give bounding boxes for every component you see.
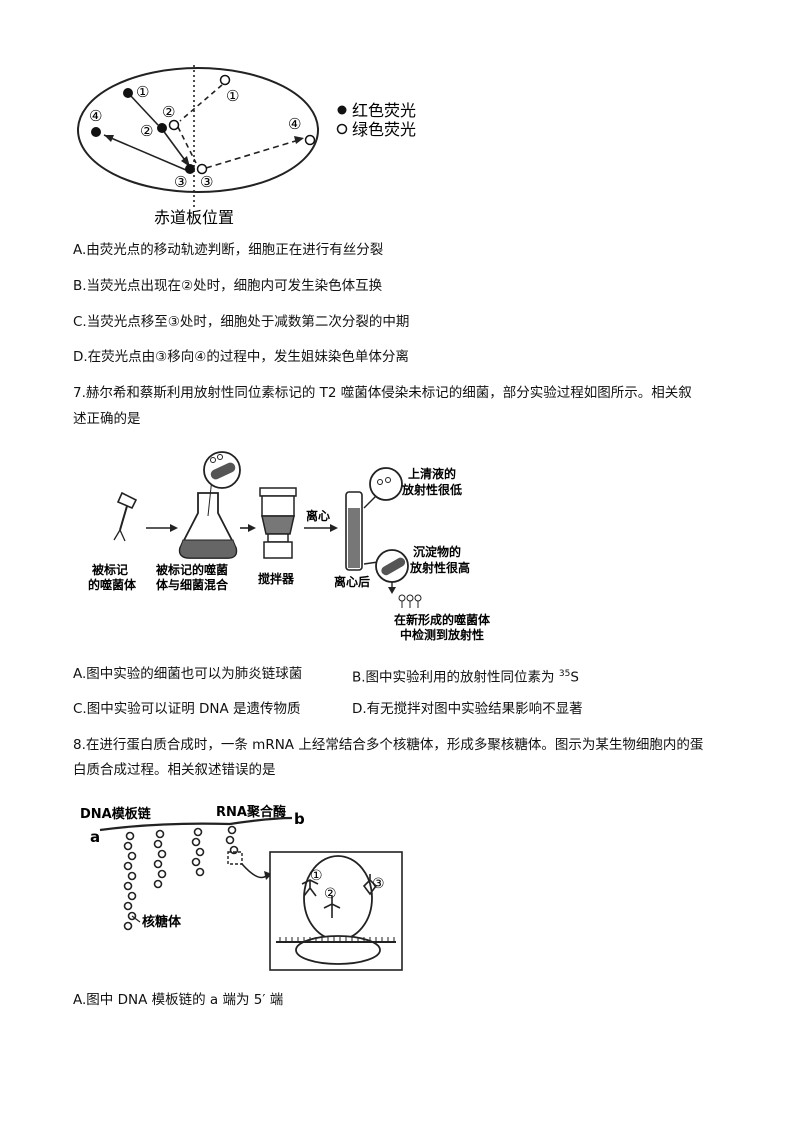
svg-text:④: ④ (89, 107, 102, 125)
q7-option-b: B.图中实验利用的放射性同位素为 35S (352, 669, 579, 686)
svg-text:②: ② (140, 122, 153, 140)
equatorial-plate-label: 赤道板位置 (154, 208, 234, 227)
svg-text:放射性很低: 放射性很低 (401, 482, 462, 497)
green-point-3 (196, 163, 208, 175)
red-point-4 (91, 127, 101, 137)
q6-option-c: C.当荧光点移至③处时，细胞处于减数第二次分裂的中期 (73, 314, 410, 330)
new-phages-icon (398, 594, 422, 608)
svg-text:RNA聚合酶: RNA聚合酶 (216, 804, 286, 820)
q7-option-c: C.图中实验可以证明 DNA 是遗传物质 (73, 701, 301, 717)
green-point-4 (304, 134, 316, 146)
figure-fluorescence-cell: ① ② ② ① ④ ④ ③ ③ 红色荧光 绿色荧光 赤道板位置 (77, 65, 416, 227)
dna-template-strand (99, 816, 293, 832)
svg-text:离心: 离心 (306, 508, 330, 523)
green-point-2 (168, 119, 180, 131)
figure-hershey-chase: 被标记 的噬菌体 被标记的噬菌 体与细菌混合 搅拌器 离心 离心后 上清液的 (88, 451, 491, 642)
svg-text:①: ① (226, 87, 239, 105)
q6-option-b: B.当荧光点出现在②处时，细胞内可发生染色体互换 (73, 278, 383, 294)
q7-stem-line2: 述正确的是 (73, 411, 141, 427)
svg-text:的噬菌体: 的噬菌体 (88, 577, 137, 592)
svg-text:②: ② (324, 886, 337, 902)
q8-stem-line1: 8.在进行蛋白质合成时，一条 mRNA 上经常结合多个核糖体，形成多聚核糖体。图… (73, 737, 704, 753)
green-point-1 (219, 74, 231, 86)
svg-text:中检测到放射性: 中检测到放射性 (400, 627, 484, 642)
svg-text:在新形成的噬菌体: 在新形成的噬菌体 (394, 612, 491, 627)
q7-option-d: D.有无搅拌对图中实验结果影响不显著 (352, 701, 583, 717)
svg-text:核糖体: 核糖体 (142, 914, 182, 930)
blender-icon (259, 487, 297, 559)
svg-text:被标记的噬菌: 被标记的噬菌 (156, 562, 228, 577)
q8-stem-line2: 白质合成过程。相关叙述错误的是 (73, 762, 276, 778)
q6-option-d: D.在荧光点由③移向④的过程中，发生姐妹染色单体分离 (73, 349, 409, 365)
svg-text:放射性很高: 放射性很高 (409, 560, 470, 575)
svg-text:体与细菌混合: 体与细菌混合 (156, 577, 229, 592)
svg-text:①: ① (136, 83, 149, 101)
q7-stem-line1: 7.赫尔希和蔡斯利用放射性同位素标记的 T2 噬菌体侵染未标记的细菌，部分实验过… (73, 385, 692, 401)
zoom-bacterium-icon (203, 451, 241, 489)
svg-text:搅拌器: 搅拌器 (258, 571, 295, 586)
svg-text:③: ③ (200, 173, 213, 191)
q7-option-a: A.图中实验的细菌也可以为肺炎链球菌 (73, 666, 303, 682)
cell-outline (77, 67, 319, 193)
trna-icons (301, 874, 378, 918)
red-point-2 (157, 123, 167, 133)
figure-polysome: DNA模板链 a RNA聚合酶 b 核糖体 ① ② ③ (80, 804, 403, 971)
svg-text:④: ④ (288, 115, 301, 133)
q8-option-a: A.图中 DNA 模板链的 a 端为 5′ 端 (73, 992, 284, 1008)
centrifuge-tube-icon (345, 491, 363, 571)
svg-text:②: ② (162, 103, 175, 121)
svg-text:a: a (90, 828, 100, 846)
legend-red-dot (337, 105, 347, 115)
legend-green-label: 绿色荧光 (352, 120, 416, 139)
svg-text:①: ① (310, 868, 323, 884)
flask-icon (178, 477, 238, 559)
svg-text:DNA模板链: DNA模板链 (80, 806, 152, 822)
svg-text:③: ③ (174, 173, 187, 191)
legend-red-label: 红色荧光 (352, 101, 416, 120)
q6-option-a: A.由荧光点的移动轨迹判断，细胞正在进行有丝分裂 (73, 242, 384, 258)
red-point-3 (185, 164, 195, 174)
red-point-1 (123, 88, 133, 98)
rna-polymerase-dashed-box (227, 851, 243, 865)
svg-text:离心后: 离心后 (334, 574, 370, 589)
legend-green-dot (336, 123, 348, 135)
phage-icon (113, 491, 138, 542)
svg-text:③: ③ (372, 876, 385, 892)
svg-text:被标记: 被标记 (92, 562, 128, 577)
svg-text:上清液的: 上清液的 (408, 466, 456, 481)
svg-text:b: b (294, 810, 305, 828)
svg-text:沉淀物的: 沉淀物的 (413, 544, 461, 559)
